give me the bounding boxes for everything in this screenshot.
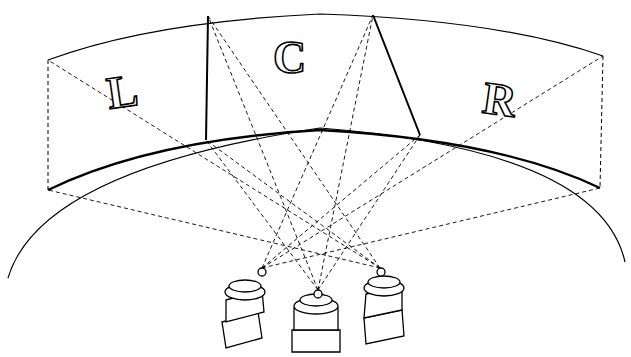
screen-panel: C [269,33,311,83]
panel-letter: L [104,67,141,117]
panel-letter: C [273,35,307,81]
screen-panel: R [476,72,525,127]
screen-panel: L [100,65,146,120]
panel-letter: R [480,75,520,125]
